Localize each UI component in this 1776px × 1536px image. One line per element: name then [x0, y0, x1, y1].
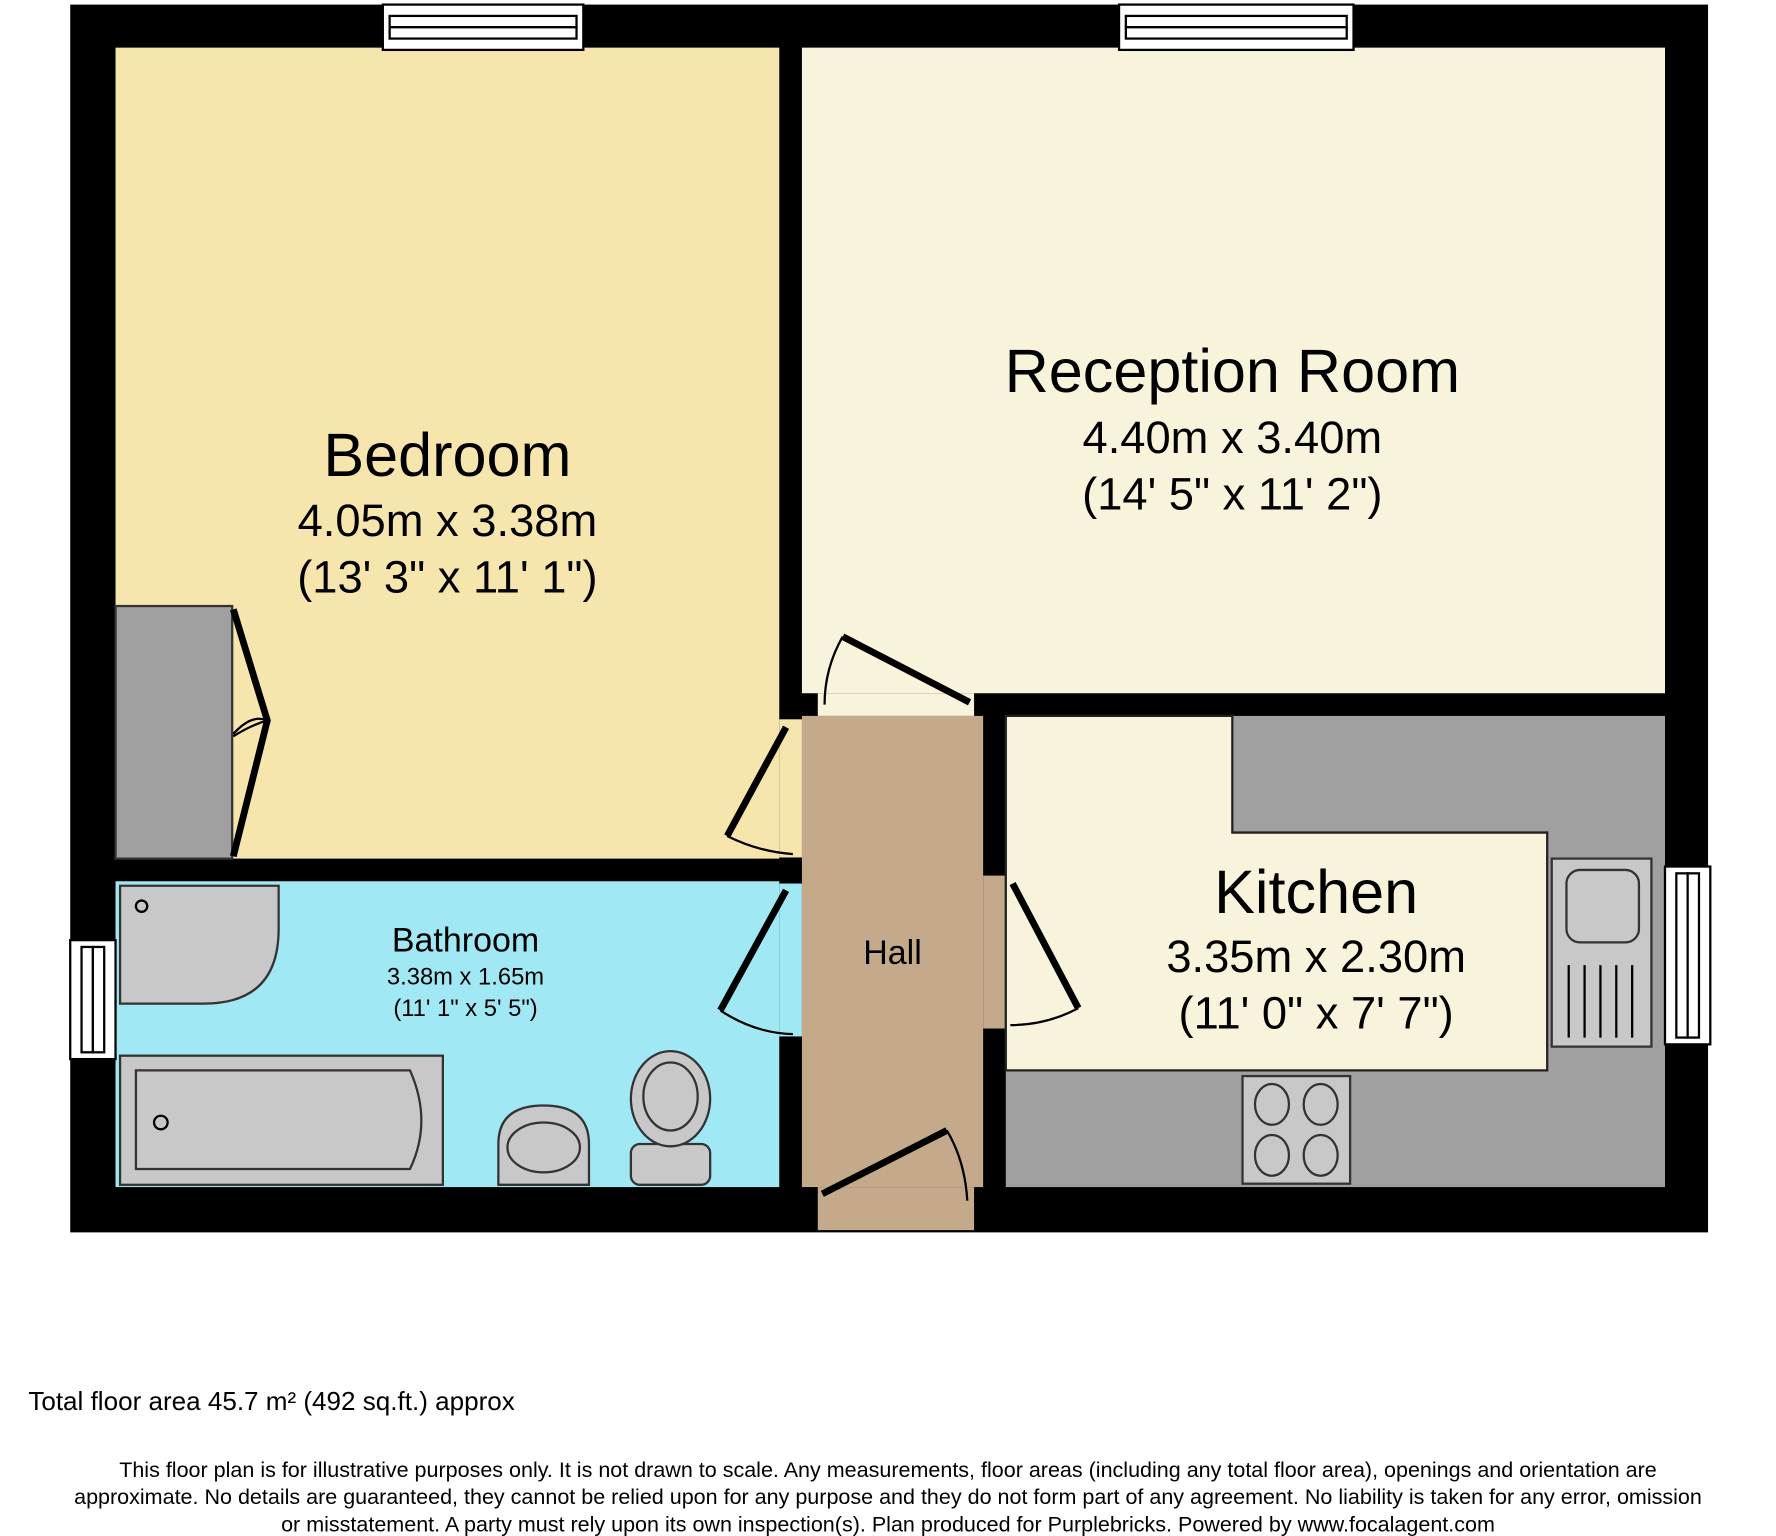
bathroom-name: Bathroom	[392, 921, 539, 959]
bedroom-imperial: (13' 3" x 11' 1")	[297, 551, 597, 602]
bathroom-metric: 3.38m x 1.65m	[387, 963, 544, 990]
kitchen-imperial: (11' 0" x 7' 7")	[1179, 988, 1454, 1039]
hall-name: Hall	[863, 934, 922, 972]
kitchen-floor	[1004, 714, 1549, 1072]
front-door-opening	[817, 1187, 975, 1231]
reception-name: Reception Room	[1005, 337, 1461, 405]
reception-door[interactable]	[841, 633, 972, 706]
bathroom-door[interactable]	[717, 888, 790, 1013]
hob-rings	[1253, 1082, 1339, 1177]
disclaimer-line-1: This floor plan is for illustrative purp…	[119, 1458, 1657, 1482]
front-door[interactable]	[820, 1127, 949, 1197]
kitchen-metric: 3.35m x 2.30m	[1166, 931, 1466, 982]
bedroom-metric: 4.05m x 3.38m	[298, 495, 598, 546]
room-hall[interactable]	[801, 715, 984, 1188]
bathroom-imperial: (11' 1" x 5' 5")	[393, 995, 537, 1022]
wardrobe	[114, 604, 234, 860]
total-floor-area: Total floor area 45.7 m² (492 sq.ft.) ap…	[28, 1386, 514, 1416]
toilet-cistern	[629, 1142, 712, 1186]
bedroom-name: Bedroom	[323, 421, 571, 489]
room-reception[interactable]	[801, 47, 1665, 694]
reception-metric: 4.40m x 3.40m	[1083, 412, 1383, 463]
disclaimer-line-2: approximate. No details are guaranteed, …	[74, 1485, 1702, 1509]
reception-imperial: (14' 5" x 11' 2")	[1082, 469, 1382, 520]
shower-tray	[118, 884, 280, 1005]
bedroom-door[interactable]	[724, 725, 790, 838]
kitchen-door[interactable]	[1009, 881, 1082, 1010]
disclaimer-line-3: or misstatement. A party must rely upon …	[281, 1512, 1495, 1536]
kitchen-name: Kitchen	[1214, 858, 1418, 926]
